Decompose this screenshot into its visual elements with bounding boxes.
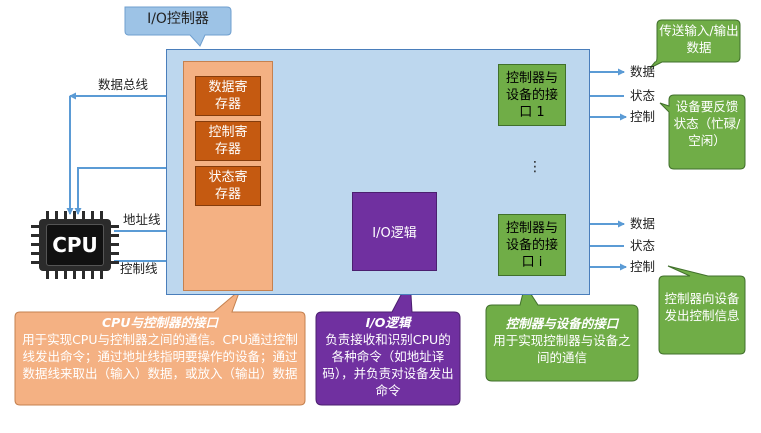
title-tag-shape (124, 6, 232, 47)
transfer-callout-shape (649, 19, 741, 69)
device-interface-1-label: 控制器与设备的接口 1 (505, 70, 558, 120)
io-logic-callout-shape (315, 276, 461, 406)
signal-data-i: 数据 (630, 216, 656, 231)
ctrl-info-callout-shape (658, 265, 746, 355)
data-register: 数据寄存器 (195, 76, 261, 116)
dev-iface-callout-title: 控制器与设备的接口 (505, 316, 619, 331)
data-register-label: 数据寄存器 (208, 80, 248, 112)
address-line-label: 地址线 (123, 212, 161, 227)
device-interface-i-label: 控制器与设备的接口 i (505, 220, 558, 270)
io-logic-callout-body: 负责接收和识别CPU的各种命令（如地址译码），并负责对设备发出命令 (322, 332, 454, 398)
io-logic-box: I/O逻辑 (352, 192, 437, 271)
signal-status-i: 状态 (630, 238, 656, 253)
cpu-iface-callout-body: 用于实现CPU与控制器之间的通信。CPU通过控制线发出命令；通过地址线指明要操作… (22, 332, 298, 381)
cpu-pins (31, 211, 119, 279)
control-register: 控制寄存器 (195, 121, 261, 161)
title-tag: I/O控制器 (125, 12, 231, 26)
signal-control-1: 控制 (630, 109, 656, 124)
signal-status-1: 状态 (630, 88, 656, 103)
interface-ellipsis: ⋮ (528, 159, 542, 175)
control-register-label: 控制寄存器 (208, 125, 248, 157)
cpu-iface-callout: CPU与控制器的接口 用于实现CPU与控制器之间的通信。CPU通过控制线发出命令… (20, 314, 300, 382)
io-logic-callout: I/O逻辑 负责接收和识别CPU的各种命令（如地址译码），并负责对设备发出命令 (321, 314, 455, 399)
transfer-callout: 传送输入/输出数据 (659, 23, 739, 55)
device-interface-i: 控制器与设备的接口 i (498, 214, 566, 276)
signal-data-1: 数据 (630, 64, 656, 79)
status-register: 状态寄存器 (195, 166, 261, 206)
control-line-label: 控制线 (120, 261, 158, 276)
dev-iface-callout: 控制器与设备的接口 用于实现控制器与设备之间的通信 (490, 315, 634, 366)
controller-title: I/O控制器 (147, 11, 209, 27)
status-register-label: 状态寄存器 (208, 170, 248, 202)
cpu-label: CPU (46, 224, 104, 266)
status-to-cpu-line (74, 167, 195, 215)
io-logic-label: I/O逻辑 (372, 226, 417, 241)
feedback-callout-shape (659, 94, 746, 170)
cpu-iface-callout-title: CPU与控制器的接口 (102, 315, 218, 330)
cpu-iface-callout-shape (14, 288, 306, 406)
data-bus-label: 数据总线 (98, 77, 149, 92)
signal-control-i: 控制 (630, 259, 656, 274)
feedback-callout: 设备要反馈状态（忙碌/空闲） (673, 99, 741, 148)
dev-iface-callout-body: 用于实现控制器与设备之间的通信 (493, 333, 631, 365)
device-interface-1: 控制器与设备的接口 1 (498, 64, 566, 126)
io-logic-callout-title: I/O逻辑 (365, 315, 411, 330)
ctrl-info-callout: 控制器向设备发出控制信息 (664, 291, 740, 323)
dev-iface-callout-shape (485, 283, 639, 382)
